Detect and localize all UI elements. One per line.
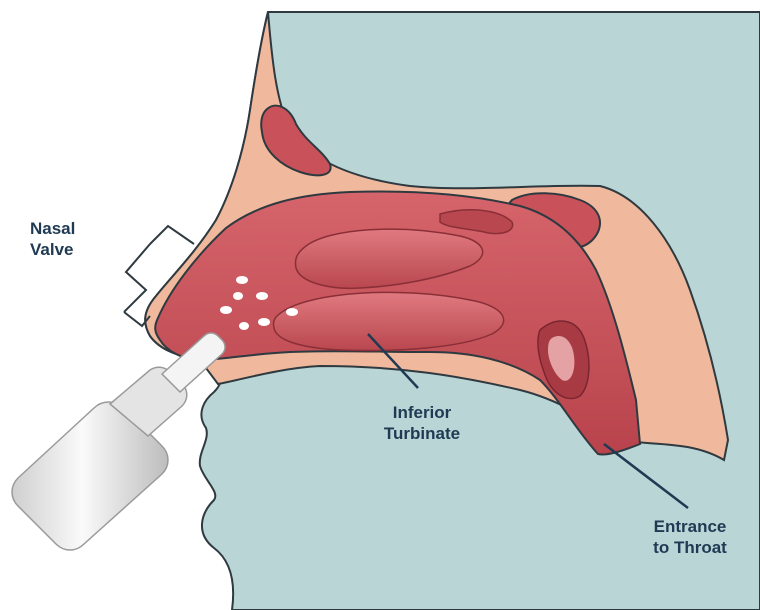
throat-entrance-label-line1: Entrance	[630, 516, 750, 537]
spray-droplet	[286, 308, 298, 316]
throat-entrance-label-line2: to Throat	[630, 537, 750, 558]
nasal-valve-label: Nasal Valve	[30, 218, 116, 260]
nasal-spray-bottle	[12, 333, 225, 550]
inferior-turbinate-label-line1: Inferior	[362, 402, 482, 423]
throat-entrance-label: Entrance to Throat	[630, 516, 750, 558]
inferior-turbinate	[273, 292, 503, 350]
spray-droplet	[239, 322, 249, 330]
spray-droplet	[256, 292, 268, 300]
nasal-valve-label-line2: Valve	[30, 239, 116, 260]
spray-droplet	[258, 318, 270, 326]
inferior-turbinate-label-line2: Turbinate	[362, 423, 482, 444]
inferior-turbinate-label: Inferior Turbinate	[362, 402, 482, 444]
spray-droplet	[236, 276, 248, 284]
nasal-valve-label-line1: Nasal	[30, 218, 116, 239]
spray-droplet	[233, 292, 243, 300]
spray-droplet	[220, 306, 232, 314]
